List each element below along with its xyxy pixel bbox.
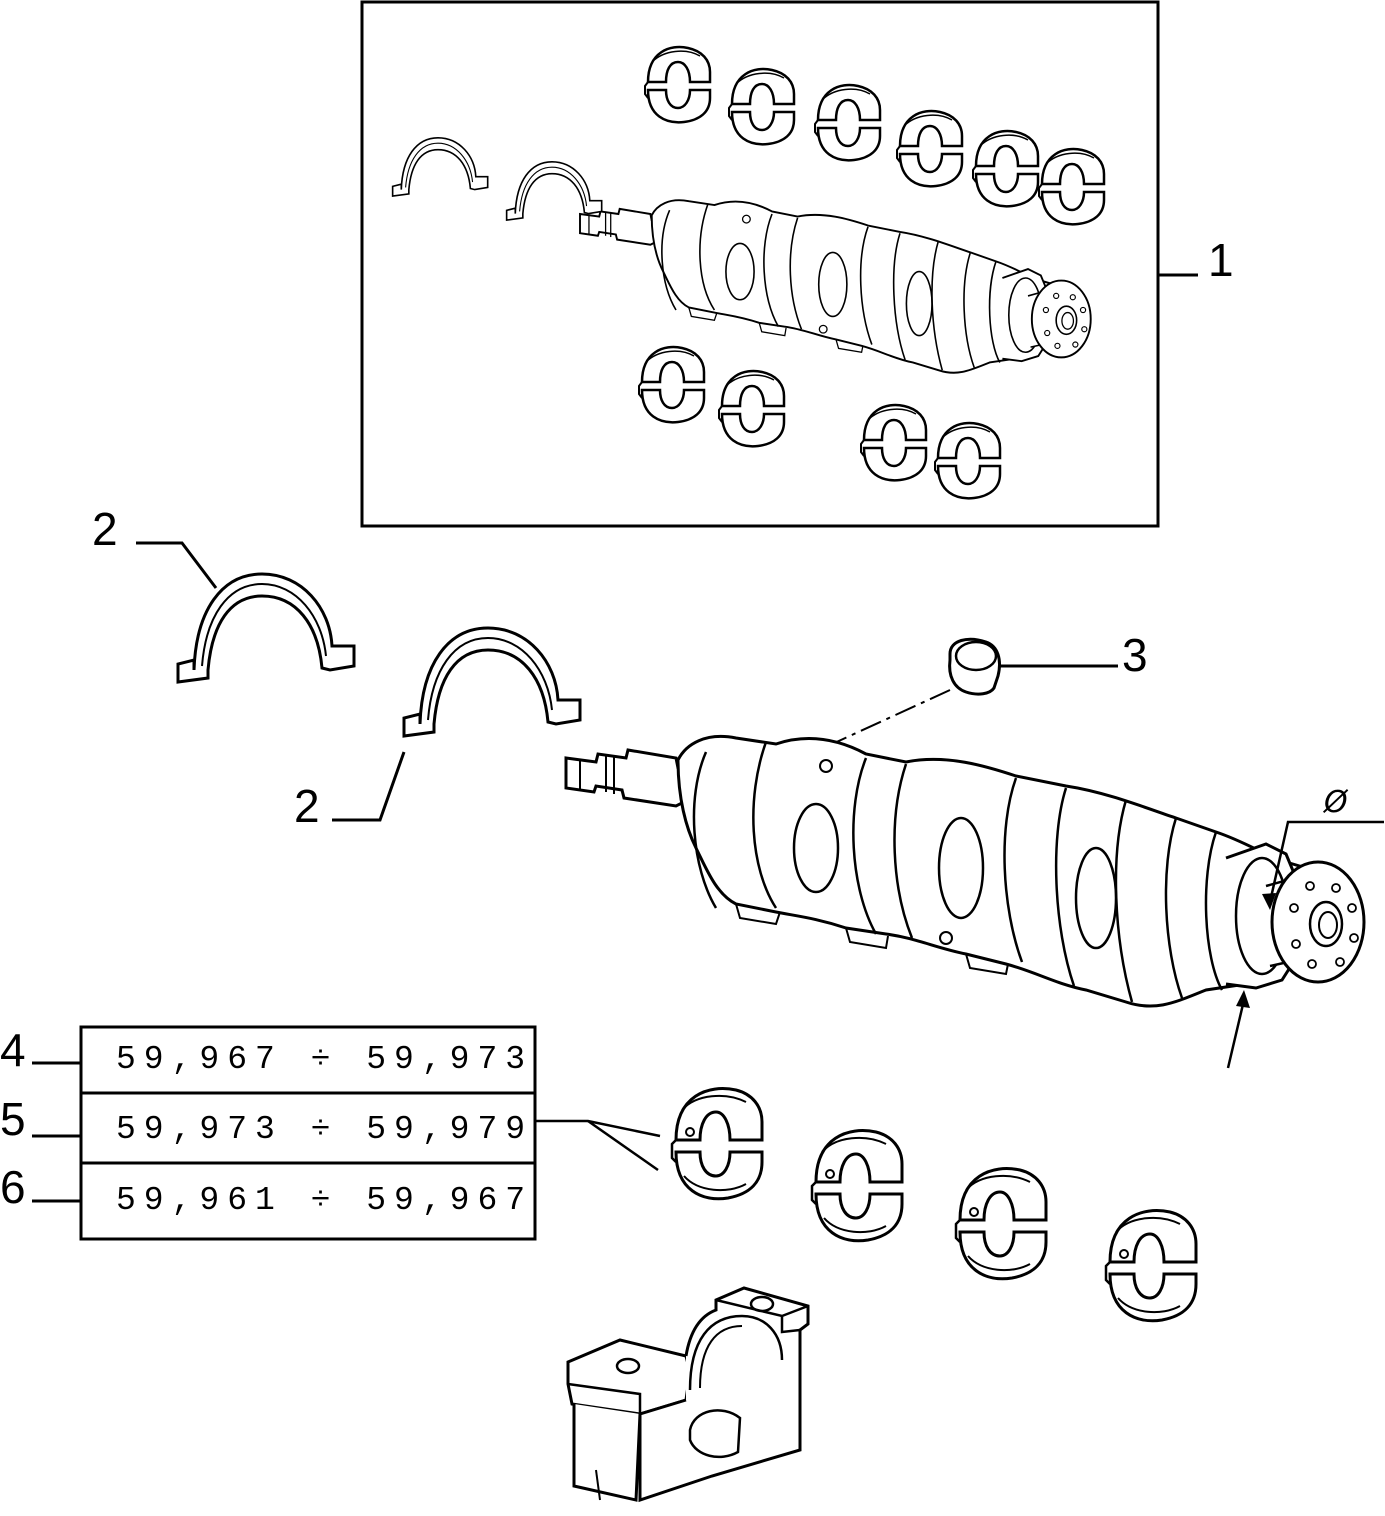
kit-bearing-shell-1: [643, 45, 712, 124]
main-bearing-shell-1: [670, 1087, 764, 1201]
kit-bearing-shell-10: [933, 421, 1002, 500]
callout-1-label: 1: [1208, 234, 1234, 286]
callout-2a-leader: [136, 541, 218, 589]
kit-bearing-shell-5: [971, 129, 1040, 208]
callout-2a-label: 2: [92, 503, 118, 555]
thrust-washer-upper: [176, 572, 356, 684]
kit-bearing-shell-8: [717, 369, 786, 448]
callout-2b-leader: [332, 751, 406, 822]
callout-5-label: 5: [0, 1093, 26, 1145]
main-bearing-cap: [566, 1286, 810, 1503]
kit-bearing-shell-2: [727, 67, 796, 146]
thrust-washer-lower: [402, 626, 582, 738]
crankshaft: [564, 734, 1366, 1008]
tolerance-row-5-value: 59,973 ÷ 59,979: [116, 1111, 533, 1148]
tolerance-row-4-value: 59,967 ÷ 59,973: [116, 1041, 533, 1078]
callout-3-label: 3: [1122, 629, 1148, 681]
diameter-leader-bottom: [1226, 999, 1246, 1069]
kit-bearing-shell-9: [859, 403, 928, 482]
main-bearing-shell-4: [1104, 1209, 1198, 1323]
kit-bearing-shell-7: [637, 345, 706, 424]
callout-2b-label: 2: [294, 780, 320, 832]
kit-thrust-washer-2: [505, 160, 603, 221]
tolerance-row-6-value: 59,961 ÷ 59,967: [116, 1182, 533, 1219]
main-bearing-shell-2: [810, 1129, 904, 1243]
kit-bearing-shell-6: [1037, 147, 1106, 226]
diameter-leader: [1268, 820, 1384, 903]
diameter-arrow-bottom: [1236, 990, 1250, 1008]
diameter-arrow-top: [1262, 893, 1276, 910]
kit-bearing-shell-4: [895, 109, 964, 188]
table-to-shells-leader-2: [587, 1119, 659, 1172]
pilot-bushing: [948, 637, 1001, 696]
main-bearing-shell-3: [954, 1167, 1048, 1281]
kit-frame: [360, 0, 1160, 528]
kit-crankshaft: [579, 199, 1092, 374]
kit-thrust-washer-1: [391, 136, 489, 197]
tolerance-table: 59,967 ÷ 59,973 59,973 ÷ 59,979 59,961 ÷…: [79, 1025, 537, 1241]
kit-bearing-shell-3: [813, 83, 882, 162]
callout-6-label: 6: [0, 1161, 26, 1213]
callout-4-label: 4: [0, 1024, 26, 1076]
diameter-symbol: Ø: [1322, 785, 1349, 820]
